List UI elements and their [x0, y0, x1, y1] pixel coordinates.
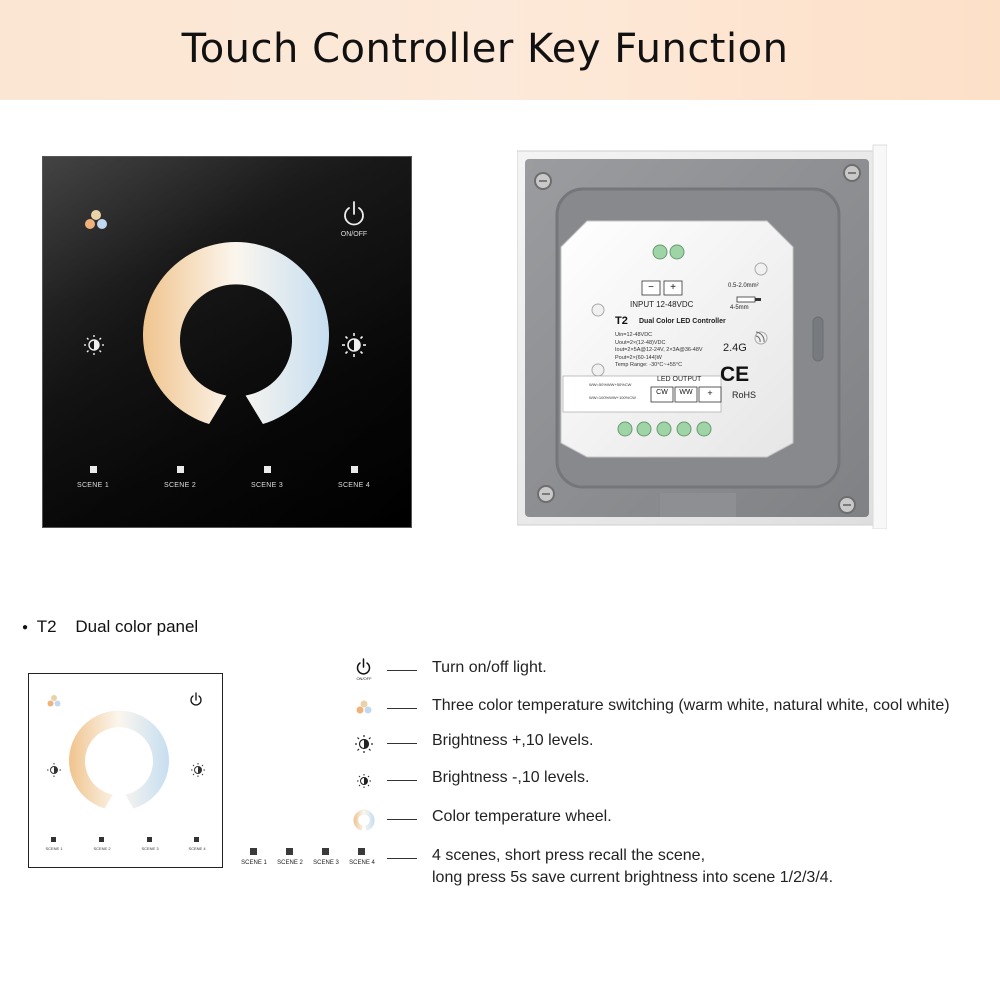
function-text: 4 scenes, short press recall the scene, [432, 847, 706, 864]
function-row-brightness-down: Brightness -,10 levels. [350, 767, 950, 795]
scene-4-key [358, 848, 365, 855]
connector-line [387, 708, 417, 709]
brightness-up-icon [355, 735, 373, 753]
function-row-color-wheel: Color temperature wheel. [350, 806, 950, 834]
connector-line [387, 743, 417, 744]
rohs-mark: RoHS [732, 390, 757, 400]
function-text: Color temperature wheel. [432, 808, 612, 825]
output-terminals [617, 421, 712, 437]
brightness-down-icon [47, 763, 61, 777]
header-banner: Touch Controller Key Function [0, 0, 1000, 100]
input-label: INPUT 12-48VDC [630, 300, 694, 309]
scene-1-key[interactable] [90, 466, 97, 473]
scene-2-label: SCENE 2 [93, 846, 111, 851]
frequency-label: 2.4G [723, 342, 747, 354]
panel-diagram-artwork [47, 692, 205, 809]
onoff-label: ON/OFF [340, 231, 368, 238]
connector-line [387, 819, 417, 820]
function-row-power: ON/OFF Turn on/off light. [350, 657, 950, 685]
scene-3-key [322, 848, 329, 855]
spec-list: Uin=12-48VDC Uout=2×(12-48)VDC Iout=2×5A… [615, 332, 703, 370]
controller-back-artwork [517, 144, 887, 529]
section-model: T2 [36, 617, 57, 636]
function-text: Brightness -,10 levels. [432, 769, 590, 786]
power-icon [190, 692, 202, 706]
panel-artwork [43, 157, 411, 527]
color-switch-icon [85, 210, 107, 229]
power-icon [344, 201, 364, 226]
function-text: Three color temperature switching (warm … [432, 697, 950, 714]
panel-diagram: SCENE 1 SCENE 2 SCENE 3 SCENE 4 [28, 673, 223, 868]
onoff-caption: ON/OFF [356, 676, 372, 681]
scene-3-key[interactable] [147, 837, 152, 842]
function-row-color-switch: Three color temperature switching (warm … [350, 695, 1000, 723]
table-row-label: WW=100%WW+100%CW [589, 395, 636, 400]
connector-line [387, 858, 417, 859]
color-temperature-wheel [143, 241, 329, 424]
scene-2-label: SCENE 2 [163, 482, 197, 489]
table-row-label: WW=50%WW+50%CW [589, 382, 632, 387]
spec-line: Iout=2×5A@12-24V, 2×3A@36-48V [615, 347, 703, 354]
minus-terminal-label: − [648, 282, 654, 293]
scene-3-label: SCENE 3 [313, 860, 339, 866]
scene-4-label: SCENE 4 [337, 482, 371, 489]
scene-3-label: SCENE 3 [250, 482, 284, 489]
scene-4-key[interactable] [194, 837, 199, 842]
color-temp-switch-icon [356, 700, 372, 714]
function-row-brightness-up: Brightness +,10 levels. [350, 730, 950, 758]
terminal-plus: + [707, 388, 713, 398]
scene-1-label: SCENE 1 [241, 860, 267, 866]
wire-spec: 0.5-2.0mm² [728, 283, 759, 289]
scene-2-key[interactable] [177, 466, 184, 473]
color-wheel-icon [353, 809, 375, 831]
scene-3-key[interactable] [264, 466, 271, 473]
scene-keys-legend: SCENE 1 SCENE 2 SCENE 3 SCENE 4 [236, 846, 386, 872]
page-title: Touch Controller Key Function [181, 26, 789, 72]
scene-4-key[interactable] [351, 466, 358, 473]
spec-line: Uin=12-48VDC [615, 332, 653, 338]
model-label: T2 [615, 315, 628, 327]
ce-mark: CE [720, 363, 750, 386]
function-text-line-2: long press 5s save current brightness in… [432, 869, 834, 886]
connector-line [387, 780, 417, 781]
spec-line: Pout=2×(60-144)W [615, 354, 662, 361]
color-switch-icon [47, 695, 61, 707]
led-output-label: LED OUTPUT [657, 376, 702, 383]
function-text: Turn on/off light. [432, 659, 547, 676]
scene-4-label: SCENE 4 [349, 860, 375, 866]
power-icon [356, 658, 371, 675]
scene-2-label: SCENE 2 [277, 860, 303, 866]
terminal-ww: WW [679, 389, 693, 396]
product-name: Dual Color LED Controller [639, 318, 726, 325]
connector-line [387, 670, 417, 671]
spec-line: Temp Range: -30°C~+55°C [615, 362, 683, 369]
input-terminals [652, 244, 685, 260]
brightness-down-icon [84, 335, 104, 355]
scene-1-label: SCENE 1 [45, 846, 63, 851]
function-row-scenes: 4 scenes, short press recall the scene, … [350, 845, 950, 897]
scene-1-label: SCENE 1 [76, 482, 110, 489]
plus-terminal-label: + [670, 282, 676, 293]
touch-panel-black: ON/OFF SCENE 1 SCENE 2 SCENE 3 SCENE 4 [42, 156, 412, 528]
color-temperature-wheel [68, 710, 169, 809]
spec-line: Uout=2×(12-48)VDC [615, 339, 666, 346]
scene-2-key[interactable] [99, 837, 104, 842]
brightness-up-icon [191, 763, 205, 777]
scene-1-key[interactable] [51, 837, 56, 842]
section-name: Dual color panel [75, 617, 199, 636]
controller-back-photo: − + INPUT 12-48VDC 0.5-2.0mm² 4-5mm T2 D… [517, 143, 887, 529]
section-heading: ● T2 Dual color panel [22, 617, 198, 637]
function-text: Brightness +,10 levels. [432, 732, 594, 749]
scene-1-key [250, 848, 257, 855]
scene-2-key [286, 848, 293, 855]
brightness-up-icon [342, 333, 366, 357]
scene-4-label: SCENE 4 [188, 846, 206, 851]
brightness-down-icon [357, 774, 371, 788]
scene-3-label: SCENE 3 [141, 846, 159, 851]
terminal-cw: CW [656, 389, 668, 396]
bullet-icon: ● [22, 622, 29, 633]
strip-spec: 4-5mm [730, 305, 749, 311]
